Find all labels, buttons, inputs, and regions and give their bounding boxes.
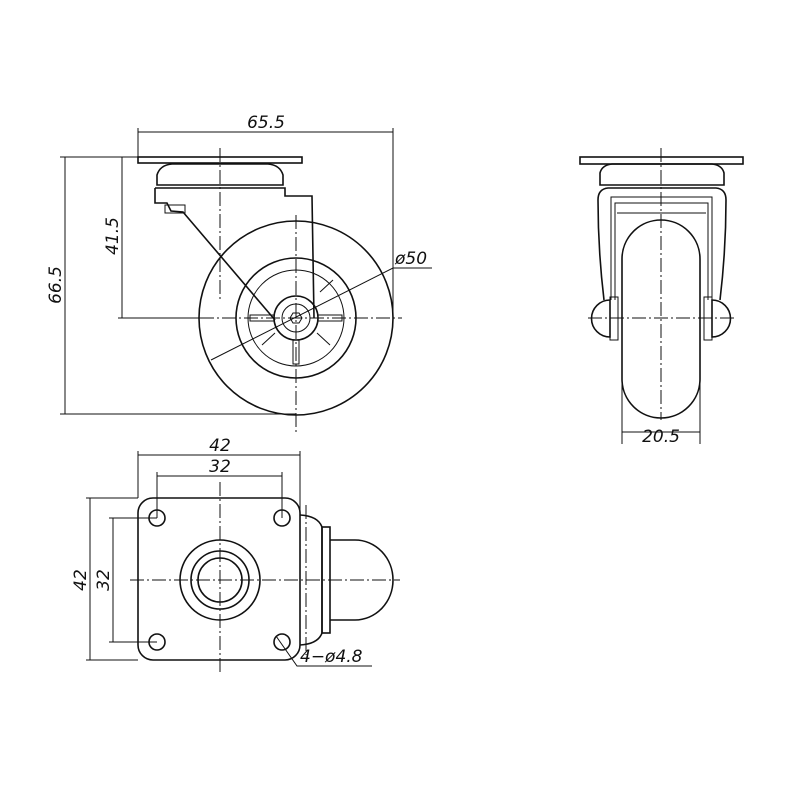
mounting-plate [137, 497, 301, 661]
swivel-housing [156, 163, 284, 186]
dimension-lines [86, 451, 372, 667]
axle-caps [590, 299, 732, 338]
wheel-top [330, 539, 394, 621]
dim-hole-spacing-x: 32 [209, 457, 231, 477]
top-view: 42 32 42 32 4−ø4.8 [71, 436, 400, 672]
dim-plate-height: 42 [71, 569, 91, 591]
side-view: 65.5 66.5 41.5 ø50 [46, 113, 432, 432]
dimension-lines [621, 380, 701, 444]
dim-wheel-width: 20.5 [642, 427, 680, 447]
dim-hole-spacing-y: 32 [94, 569, 114, 591]
dim-holes: 4−ø4.8 [300, 647, 363, 667]
fork-outer [597, 187, 727, 301]
swivel-housing [599, 163, 725, 186]
front-view: 20.5 [579, 148, 744, 447]
dim-wheel-diameter: ø50 [394, 249, 427, 269]
dim-height: 66.5 [46, 266, 66, 304]
fork-diagonal [154, 188, 276, 321]
dimension-lines [60, 128, 432, 415]
fork-right [155, 187, 315, 319]
fork-tab [164, 204, 186, 214]
dim-axle-height: 41.5 [103, 217, 123, 255]
dim-plate-width: 42 [209, 436, 231, 456]
dim-width: 65.5 [247, 113, 285, 133]
